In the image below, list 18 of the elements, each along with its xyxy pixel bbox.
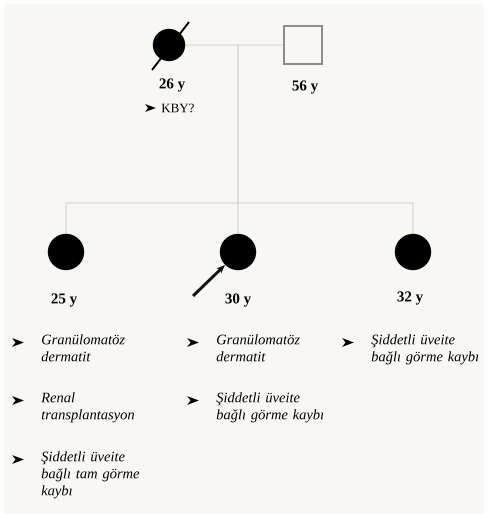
finding-text: Şiddetli üveite bağlı görme kaybı (371, 334, 478, 364)
deceased-female-circle (151, 21, 190, 71)
finding-text: Granülomatöz dermatit (42, 334, 125, 362)
note-text: KBY? (162, 104, 194, 112)
age-label: 25 y (52, 293, 77, 307)
male-square (283, 25, 323, 65)
affected-female-circle (394, 234, 432, 270)
affected-female-circle (48, 234, 84, 270)
age-label: 32 y (397, 291, 423, 305)
affected-female-circle (220, 234, 256, 270)
age-label: 56 y (292, 80, 318, 94)
age-label: 26 y (160, 78, 185, 92)
finding-text: Şiddetli üveite bağlı görme kaybı (216, 392, 324, 422)
finding-text: Renal transplantasyon (41, 392, 134, 422)
finding-text: Granülomatöz dermatit (216, 334, 300, 362)
finding-text: Şiddetli üveite bağlı tam görme kaybı (41, 451, 140, 498)
age-label: 30 y (225, 293, 251, 307)
couple-line (184, 44, 284, 46)
